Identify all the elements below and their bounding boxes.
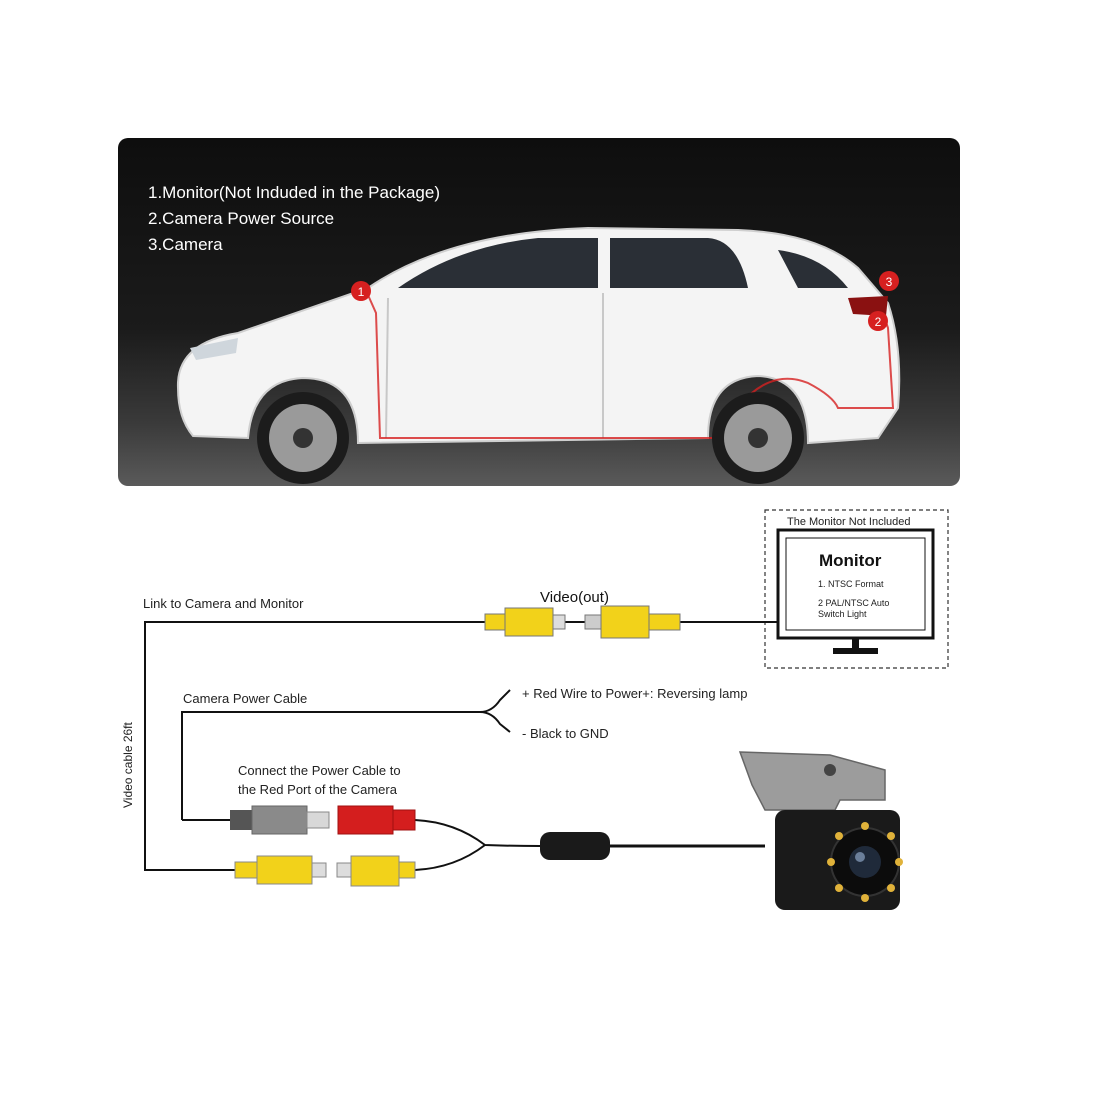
power-cable-label: Camera Power Cable [183,691,308,706]
connect-label-line-2: the Red Port of the Camera [238,782,397,797]
inline-module [540,832,610,860]
car-photo-panel: 1 2 3 1.Monitor(Not Induded in the Packa… [118,138,960,486]
video-out-label: Video(out) [540,589,609,606]
link-label: Link to Camera and Monitor [143,596,304,611]
backup-camera [738,751,903,910]
car-illustration: 1 2 3 [176,226,901,484]
marker-1-label: 1 [358,285,365,299]
monitor-spec-1: 1. NTSC Format [818,579,884,589]
monitor-not-included-note: The Monitor Not Included [787,516,911,528]
monitor-screen [785,537,926,631]
marker-3 [879,271,899,291]
marker-3-label: 3 [886,275,893,289]
connect-label-line-1: Connect the Power Cable to [238,763,401,778]
video-out-plug-male [584,605,681,639]
black-wire-label: - Black to GND [522,726,609,741]
legend-item-power-source: 2.Camera Power Source [148,209,335,228]
monitor-title: Monitor [819,551,882,570]
power-plug-gray [230,805,330,835]
legend: 1.Monitor(Not Induded in the Package) 2.… [148,180,440,258]
marker-2-label: 2 [875,315,882,329]
video-plug-yellow-left [234,855,327,885]
monitor-dashed-box [764,509,949,669]
power-cable-wire [181,689,511,820]
monitor-stand [833,648,878,654]
camera-mount-bracket [738,751,886,811]
video-cable-length-label: Video cable 26ft [121,722,135,808]
video-out-plug-female [484,607,566,637]
video-cable-wire [144,621,485,871]
legend-item-monitor: 1.Monitor(Not Induded in the Package) [148,183,441,202]
legend-item-camera: 3.Camera [148,235,223,254]
marker-2 [868,311,888,331]
marker-1 [351,281,371,301]
monitor-spec-2: 2 PAL/NTSC Auto Switch Light [818,598,890,619]
red-wire-label: + Red Wire to Power+: Reversing lamp [522,686,748,701]
video-plug-yellow-right [336,855,416,887]
power-plug-red [337,805,416,835]
